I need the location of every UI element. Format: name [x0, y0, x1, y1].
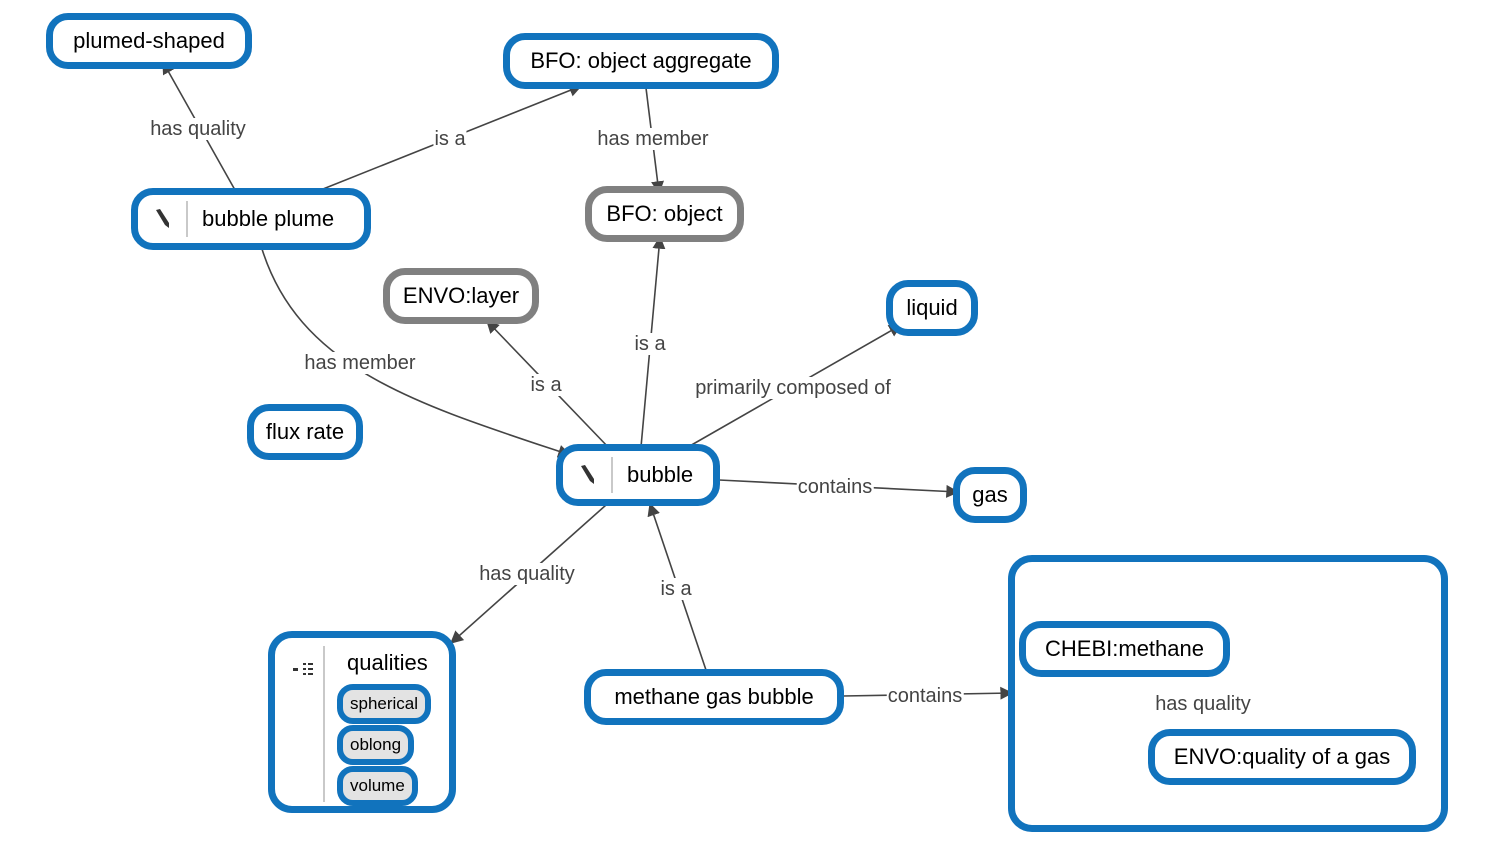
node-label: gas — [972, 482, 1008, 507]
edge-label-methane-bubble-is-a: is a — [659, 578, 693, 600]
qualities-title: qualities — [347, 650, 428, 675]
node-gas[interactable]: gas — [953, 467, 1027, 523]
edge-plume-has-member-bubble — [261, 248, 572, 458]
node-bfo-object-aggregate[interactable]: BFO: object aggregate — [503, 33, 779, 89]
node-label: ENVO:layer — [402, 283, 520, 308]
edge-label-plume-has-member: has member — [303, 352, 417, 374]
edge-label-bubble-is-a-layer: is a — [529, 374, 563, 396]
node-label: bubble plume — [202, 206, 335, 231]
node-qualities[interactable]: qualities spherical oblong volume — [268, 631, 456, 813]
node-methane-gas-bubble[interactable]: methane gas bubble — [584, 669, 844, 725]
edge-label-primarily-composed-of: primarily composed of — [694, 377, 892, 399]
quality-chip-oblong[interactable]: oblong — [337, 725, 415, 765]
qualities-separator — [323, 646, 325, 802]
icon-separator — [611, 457, 613, 493]
node-label: bubble — [627, 462, 694, 487]
edge-label-bubble-contains: contains — [796, 476, 874, 498]
node-bfo-object[interactable]: BFO: object — [585, 186, 744, 242]
node-label: BFO: object aggregate — [530, 48, 752, 73]
node-label: plumed-shaped — [73, 28, 225, 53]
list-icon[interactable] — [293, 662, 313, 678]
node-label: methane gas bubble — [614, 684, 814, 709]
node-label: flux rate — [265, 419, 345, 444]
edge-label-plume-is-a: is a — [433, 128, 467, 150]
quality-chip-volume[interactable]: volume — [337, 766, 418, 806]
node-envo-layer[interactable]: ENVO:layer — [383, 268, 539, 324]
edge-label-methane-has-quality: has quality — [1154, 693, 1252, 715]
edge-label-plume-has-quality: has quality — [149, 118, 247, 140]
pencil-icon[interactable] — [575, 462, 601, 488]
edge-label-bubble-has-quality: has quality — [478, 563, 576, 585]
node-flux-rate[interactable]: flux rate — [247, 404, 363, 460]
pencil-icon[interactable] — [150, 206, 176, 232]
node-bubble[interactable]: bubble — [556, 444, 720, 506]
node-label: ENVO:quality of a gas — [1173, 744, 1391, 769]
edge-label-methane-bubble-contains: contains — [886, 685, 964, 707]
edge-label-bubble-is-a-object: is a — [633, 333, 667, 355]
node-plumed-shaped[interactable]: plumed-shaped — [46, 13, 252, 69]
quality-chip-spherical[interactable]: spherical — [337, 684, 432, 724]
edge-label-aggregate-has-member: has member — [596, 128, 710, 150]
node-label: BFO: object — [606, 201, 723, 226]
icon-separator — [186, 201, 188, 237]
node-label: CHEBI:methane — [1045, 636, 1204, 661]
node-liquid[interactable]: liquid — [886, 280, 978, 336]
node-envo-quality-of-gas[interactable]: ENVO:quality of a gas — [1148, 729, 1416, 785]
node-label: liquid — [906, 295, 958, 320]
node-chebi-methane[interactable]: CHEBI:methane — [1019, 621, 1230, 677]
node-bubble-plume[interactable]: bubble plume — [131, 188, 371, 250]
